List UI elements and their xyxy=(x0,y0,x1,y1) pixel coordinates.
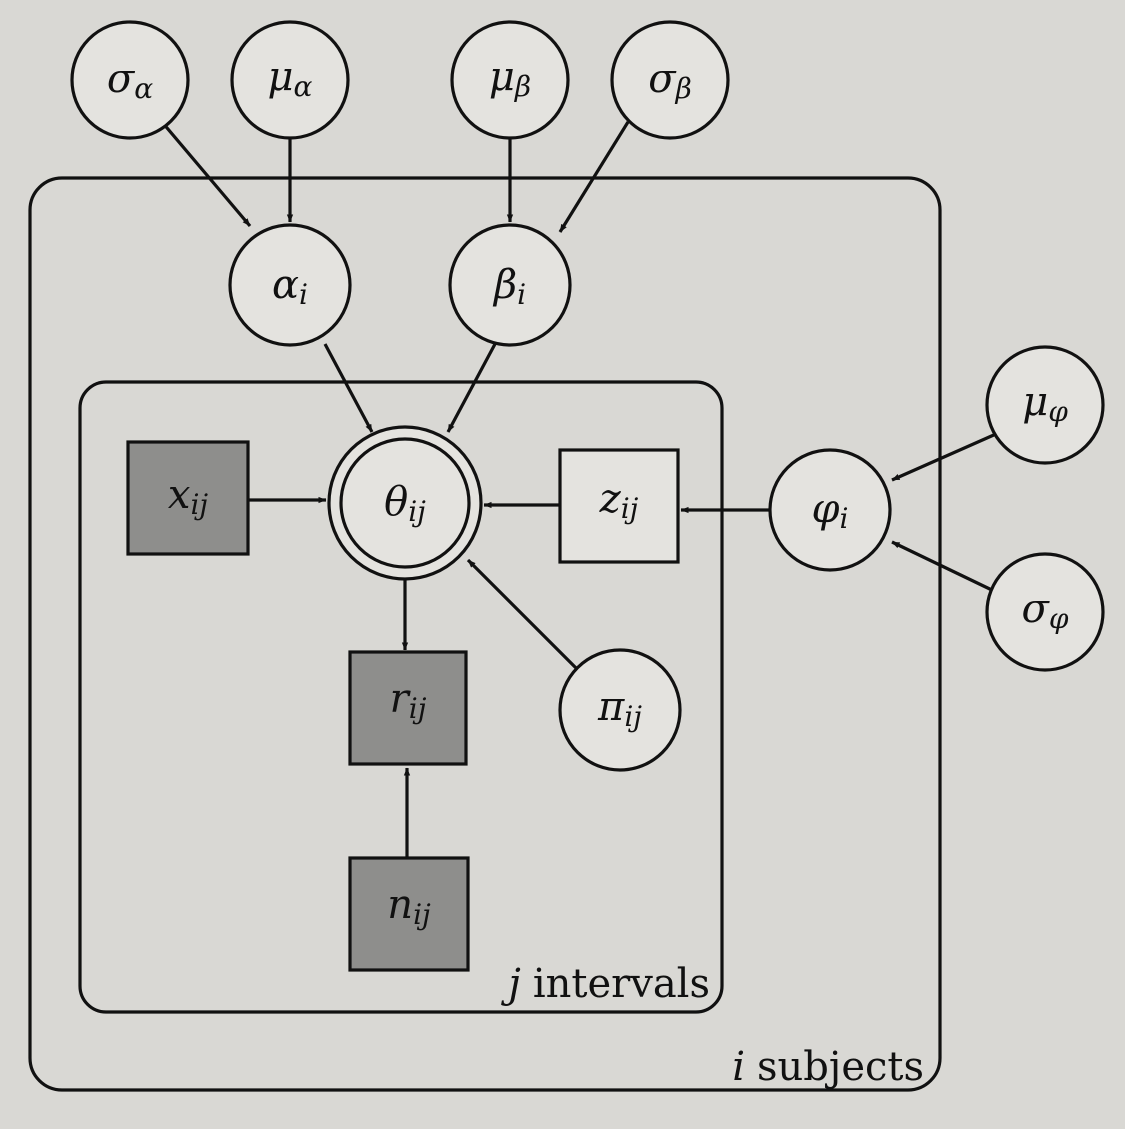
edge-sigma-alpha-to-alpha-i xyxy=(160,120,252,228)
node-mu-alpha: μα xyxy=(230,20,350,140)
edge-sigma-phi-to-phi xyxy=(891,540,997,594)
edges xyxy=(160,120,997,858)
svg-text:μβ: μβ xyxy=(489,54,531,103)
edge-sigma-beta-to-beta-i xyxy=(558,121,630,233)
node-n-ij: nij xyxy=(348,856,470,972)
node-beta-i: βi xyxy=(448,223,572,347)
svg-text:βi: βi xyxy=(492,262,526,311)
node-x-ij: xij xyxy=(126,440,250,556)
svg-text:σβ: σβ xyxy=(648,56,692,105)
svg-text:σα: σα xyxy=(107,56,153,105)
edge-beta-i-to-theta xyxy=(446,343,497,433)
svg-text:θij: θij xyxy=(384,479,426,528)
svg-text:αi: αi xyxy=(272,262,308,311)
node-theta-ij: θij xyxy=(327,425,483,581)
svg-text:zij: zij xyxy=(599,476,639,525)
svg-text:μφ: μφ xyxy=(1022,379,1068,428)
node-sigma-beta: σβ xyxy=(610,20,730,140)
node-pi-ij: πij xyxy=(558,648,682,772)
svg-text:rij: rij xyxy=(390,676,427,725)
node-phi-i: φi xyxy=(768,448,892,572)
svg-text:μα: μα xyxy=(268,54,313,103)
svg-text:φi: φi xyxy=(812,486,849,535)
node-r-ij: rij xyxy=(348,650,468,766)
edge-mu-phi-to-phi xyxy=(891,432,997,482)
node-sigma-alpha: σα xyxy=(70,20,190,140)
node-sigma-phi: σφ xyxy=(985,552,1105,672)
svg-text:xij: xij xyxy=(168,472,209,521)
svg-text:πij: πij xyxy=(597,684,642,733)
node-alpha-i: αi xyxy=(228,223,352,347)
svg-text:nij: nij xyxy=(387,882,431,931)
node-mu-phi: μφ xyxy=(985,345,1105,465)
plate-subjects xyxy=(28,176,942,1092)
edge-pi-to-theta xyxy=(466,558,580,672)
edge-alpha-i-to-theta xyxy=(323,343,374,433)
node-mu-beta: μβ xyxy=(450,20,570,140)
node-z-ij: zij xyxy=(558,448,680,564)
svg-text:σφ: σφ xyxy=(1022,586,1069,635)
plate-intervals xyxy=(78,380,724,1014)
